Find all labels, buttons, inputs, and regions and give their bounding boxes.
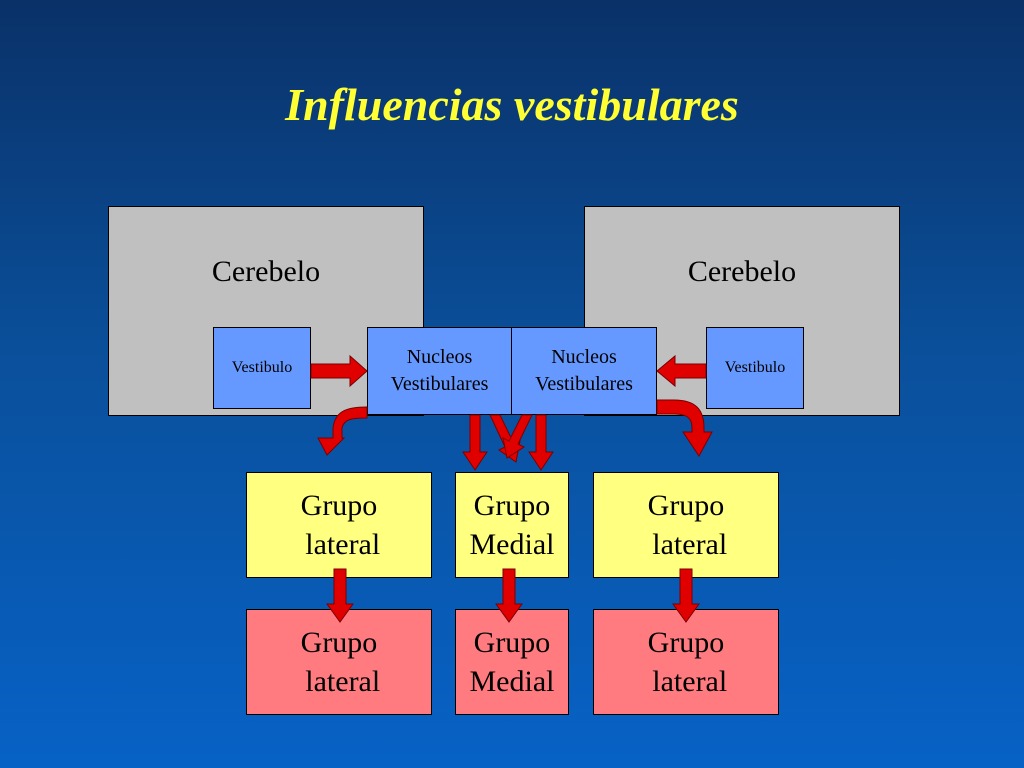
cerebelo-right-label: Cerebelo: [687, 255, 797, 288]
grupo-lateral-right-top: Grupo lateral: [593, 472, 779, 578]
nucleos-left-label: Nucleos Vestibulares: [390, 346, 489, 395]
vestibulo-right-label: Vestibulo: [724, 359, 786, 376]
arrow-nucleos-left-down: [462, 414, 488, 471]
nucleos-right-box: Nucleos Vestibulares: [511, 327, 657, 415]
grupo-lateral-left-bottom-label: Grupo lateral: [300, 626, 381, 698]
cerebelo-left-label: Cerebelo: [211, 255, 321, 288]
arrow-cross-left: [489, 414, 521, 463]
vestibulo-left-box: Vestibulo: [213, 327, 311, 409]
vestibulo-right-box: Vestibulo: [706, 327, 804, 409]
page-title: Influencias vestibulares: [285, 79, 739, 130]
grupo-lateral-right-top-label: Grupo lateral: [647, 489, 728, 561]
nucleos-left-box: Nucleos Vestibulares: [367, 327, 512, 415]
grupo-medial-top: Grupo Medial: [455, 472, 569, 578]
grupo-lateral-right-bottom: Grupo lateral: [593, 609, 779, 715]
grupo-lateral-left-bottom: Grupo lateral: [246, 609, 432, 715]
grupo-lateral-left-top: Grupo lateral: [246, 472, 432, 578]
vestibulo-left-label: Vestibulo: [231, 359, 293, 376]
arrow-nucleos-right-down: [528, 414, 554, 471]
nucleos-right-label: Nucleos Vestibulares: [535, 346, 633, 395]
arrow-cross-right: [502, 414, 533, 459]
grupo-medial-bottom: Grupo Medial: [455, 609, 569, 715]
grupo-lateral-right-bottom-label: Grupo lateral: [647, 626, 728, 698]
grupo-medial-bottom-label: Grupo Medial: [469, 626, 555, 698]
grupo-medial-top-label: Grupo Medial: [469, 489, 555, 561]
grupo-lateral-left-top-label: Grupo lateral: [300, 489, 381, 561]
